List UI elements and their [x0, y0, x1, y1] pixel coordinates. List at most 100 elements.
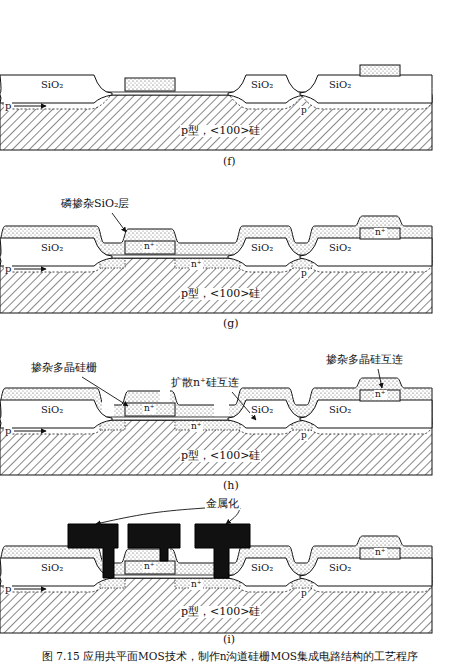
region-label: p — [4, 263, 12, 274]
pointer-arrow — [14, 589, 46, 590]
region-label: n⁺ — [374, 548, 387, 558]
oxide-label: SiO₂ — [250, 79, 274, 90]
callout-label: 金属化 — [205, 498, 240, 510]
oxide-label: SiO₂ — [328, 562, 352, 573]
oxide-label: SiO₂ — [328, 242, 352, 253]
leader-line — [112, 213, 126, 232]
oxide-label: SiO₂ — [328, 79, 352, 90]
gate-oxide — [100, 92, 240, 95]
region-label: p — [300, 106, 308, 116]
process-panel — [0, 216, 432, 313]
region-label: p — [300, 431, 308, 441]
oxide-label: SiO₂ — [250, 404, 274, 415]
region-label: n⁺ — [190, 580, 203, 590]
metal-contact — [68, 524, 118, 578]
region-label: p — [4, 100, 12, 111]
metal-contact — [128, 524, 180, 561]
region-label: n⁺ — [374, 390, 387, 400]
poly-silicon-ground — [360, 65, 400, 76]
poly-silicon-ground — [125, 403, 175, 416]
pointer-arrow — [14, 431, 46, 432]
poly-silicon — [125, 78, 175, 91]
region-label: n⁺ — [143, 404, 156, 414]
oxide-label: SiO₂ — [40, 562, 64, 573]
field-oxide — [300, 400, 432, 428]
region-label: n⁺ — [143, 562, 156, 572]
metal-contact — [195, 524, 250, 578]
oxide-label: SiO₂ — [40, 404, 64, 415]
region-label: n⁺ — [190, 260, 203, 270]
region-label: p — [4, 583, 12, 594]
poly-silicon-ground — [125, 241, 175, 254]
gate-oxide — [100, 255, 240, 258]
oxide-label: SiO₂ — [328, 404, 352, 415]
n-plus-diffusion-ground — [175, 420, 240, 430]
gate-oxide — [100, 417, 240, 420]
poly-silicon — [360, 65, 400, 76]
field-oxide — [0, 558, 112, 586]
figure-caption: 图 7.15 应用共平面MOS技术，制作n沟道硅栅MOS集成电路结构的工艺程序 — [0, 650, 460, 663]
process-panel — [0, 524, 432, 633]
poly-silicon — [360, 390, 400, 401]
substrate-label: p型，<100>硅 — [180, 450, 261, 462]
field-oxide — [300, 558, 432, 586]
panel-label: (h) — [222, 480, 240, 492]
field-oxide — [0, 75, 112, 103]
leader-line — [82, 377, 128, 406]
n-plus-diffusion-ground — [175, 578, 240, 588]
leader-line — [96, 508, 205, 524]
region-label: n⁺ — [190, 422, 203, 432]
field-oxide — [0, 238, 112, 266]
n-plus-diffusion — [175, 258, 240, 268]
callout-label: 扩散n⁺硅互连 — [170, 377, 240, 389]
contact-window — [102, 372, 114, 417]
poly-silicon — [125, 241, 175, 254]
callout-label: 掺杂多晶硅栅 — [30, 362, 98, 374]
field-oxide — [228, 400, 304, 428]
poly-silicon — [125, 561, 175, 574]
region-label: p — [300, 589, 308, 599]
oxide-label: SiO₂ — [250, 562, 274, 573]
region-label: n⁺ — [374, 228, 387, 238]
leader-line — [226, 508, 240, 524]
field-oxide — [300, 75, 432, 103]
poly-silicon-ground — [360, 228, 400, 239]
region-label: n⁺ — [143, 242, 156, 252]
callout-label: 磷掺杂SiO₂层 — [60, 198, 130, 210]
leader-line — [378, 369, 382, 388]
poly-silicon — [360, 228, 400, 239]
oxide-label: SiO₂ — [40, 79, 64, 90]
process-panel — [0, 372, 432, 475]
pointer-arrow — [14, 106, 46, 107]
field-oxide — [0, 400, 112, 428]
panel-label: (g) — [222, 318, 240, 330]
poly-silicon-ground — [360, 548, 400, 559]
substrate-label: p型，<100>硅 — [180, 606, 261, 618]
poly-silicon-ground — [360, 390, 400, 401]
pointer-arrow — [14, 269, 46, 270]
oxide-label: SiO₂ — [40, 242, 64, 253]
field-oxide — [228, 558, 304, 586]
field-oxide — [228, 238, 304, 266]
poly-silicon — [360, 548, 400, 559]
region-label: p — [300, 269, 308, 279]
n-plus-diffusion — [175, 578, 240, 588]
n-plus-diffusion — [175, 420, 240, 430]
substrate-label: p型，<100>硅 — [180, 288, 261, 300]
region-label: p — [4, 425, 12, 436]
process-panel — [0, 65, 432, 150]
panel-label: (f) — [222, 156, 237, 168]
callout-label: 掺杂多晶硅互连 — [325, 354, 404, 366]
oxide-label: SiO₂ — [250, 242, 274, 253]
n-plus-diffusion-ground — [175, 258, 240, 268]
field-oxide — [228, 75, 304, 103]
poly-silicon-ground — [125, 78, 175, 91]
substrate-label: p型，<100>硅 — [180, 125, 261, 137]
poly-silicon — [125, 403, 175, 416]
poly-silicon-ground — [125, 561, 175, 574]
panel-label: (i) — [222, 634, 236, 646]
field-oxide — [300, 238, 432, 266]
